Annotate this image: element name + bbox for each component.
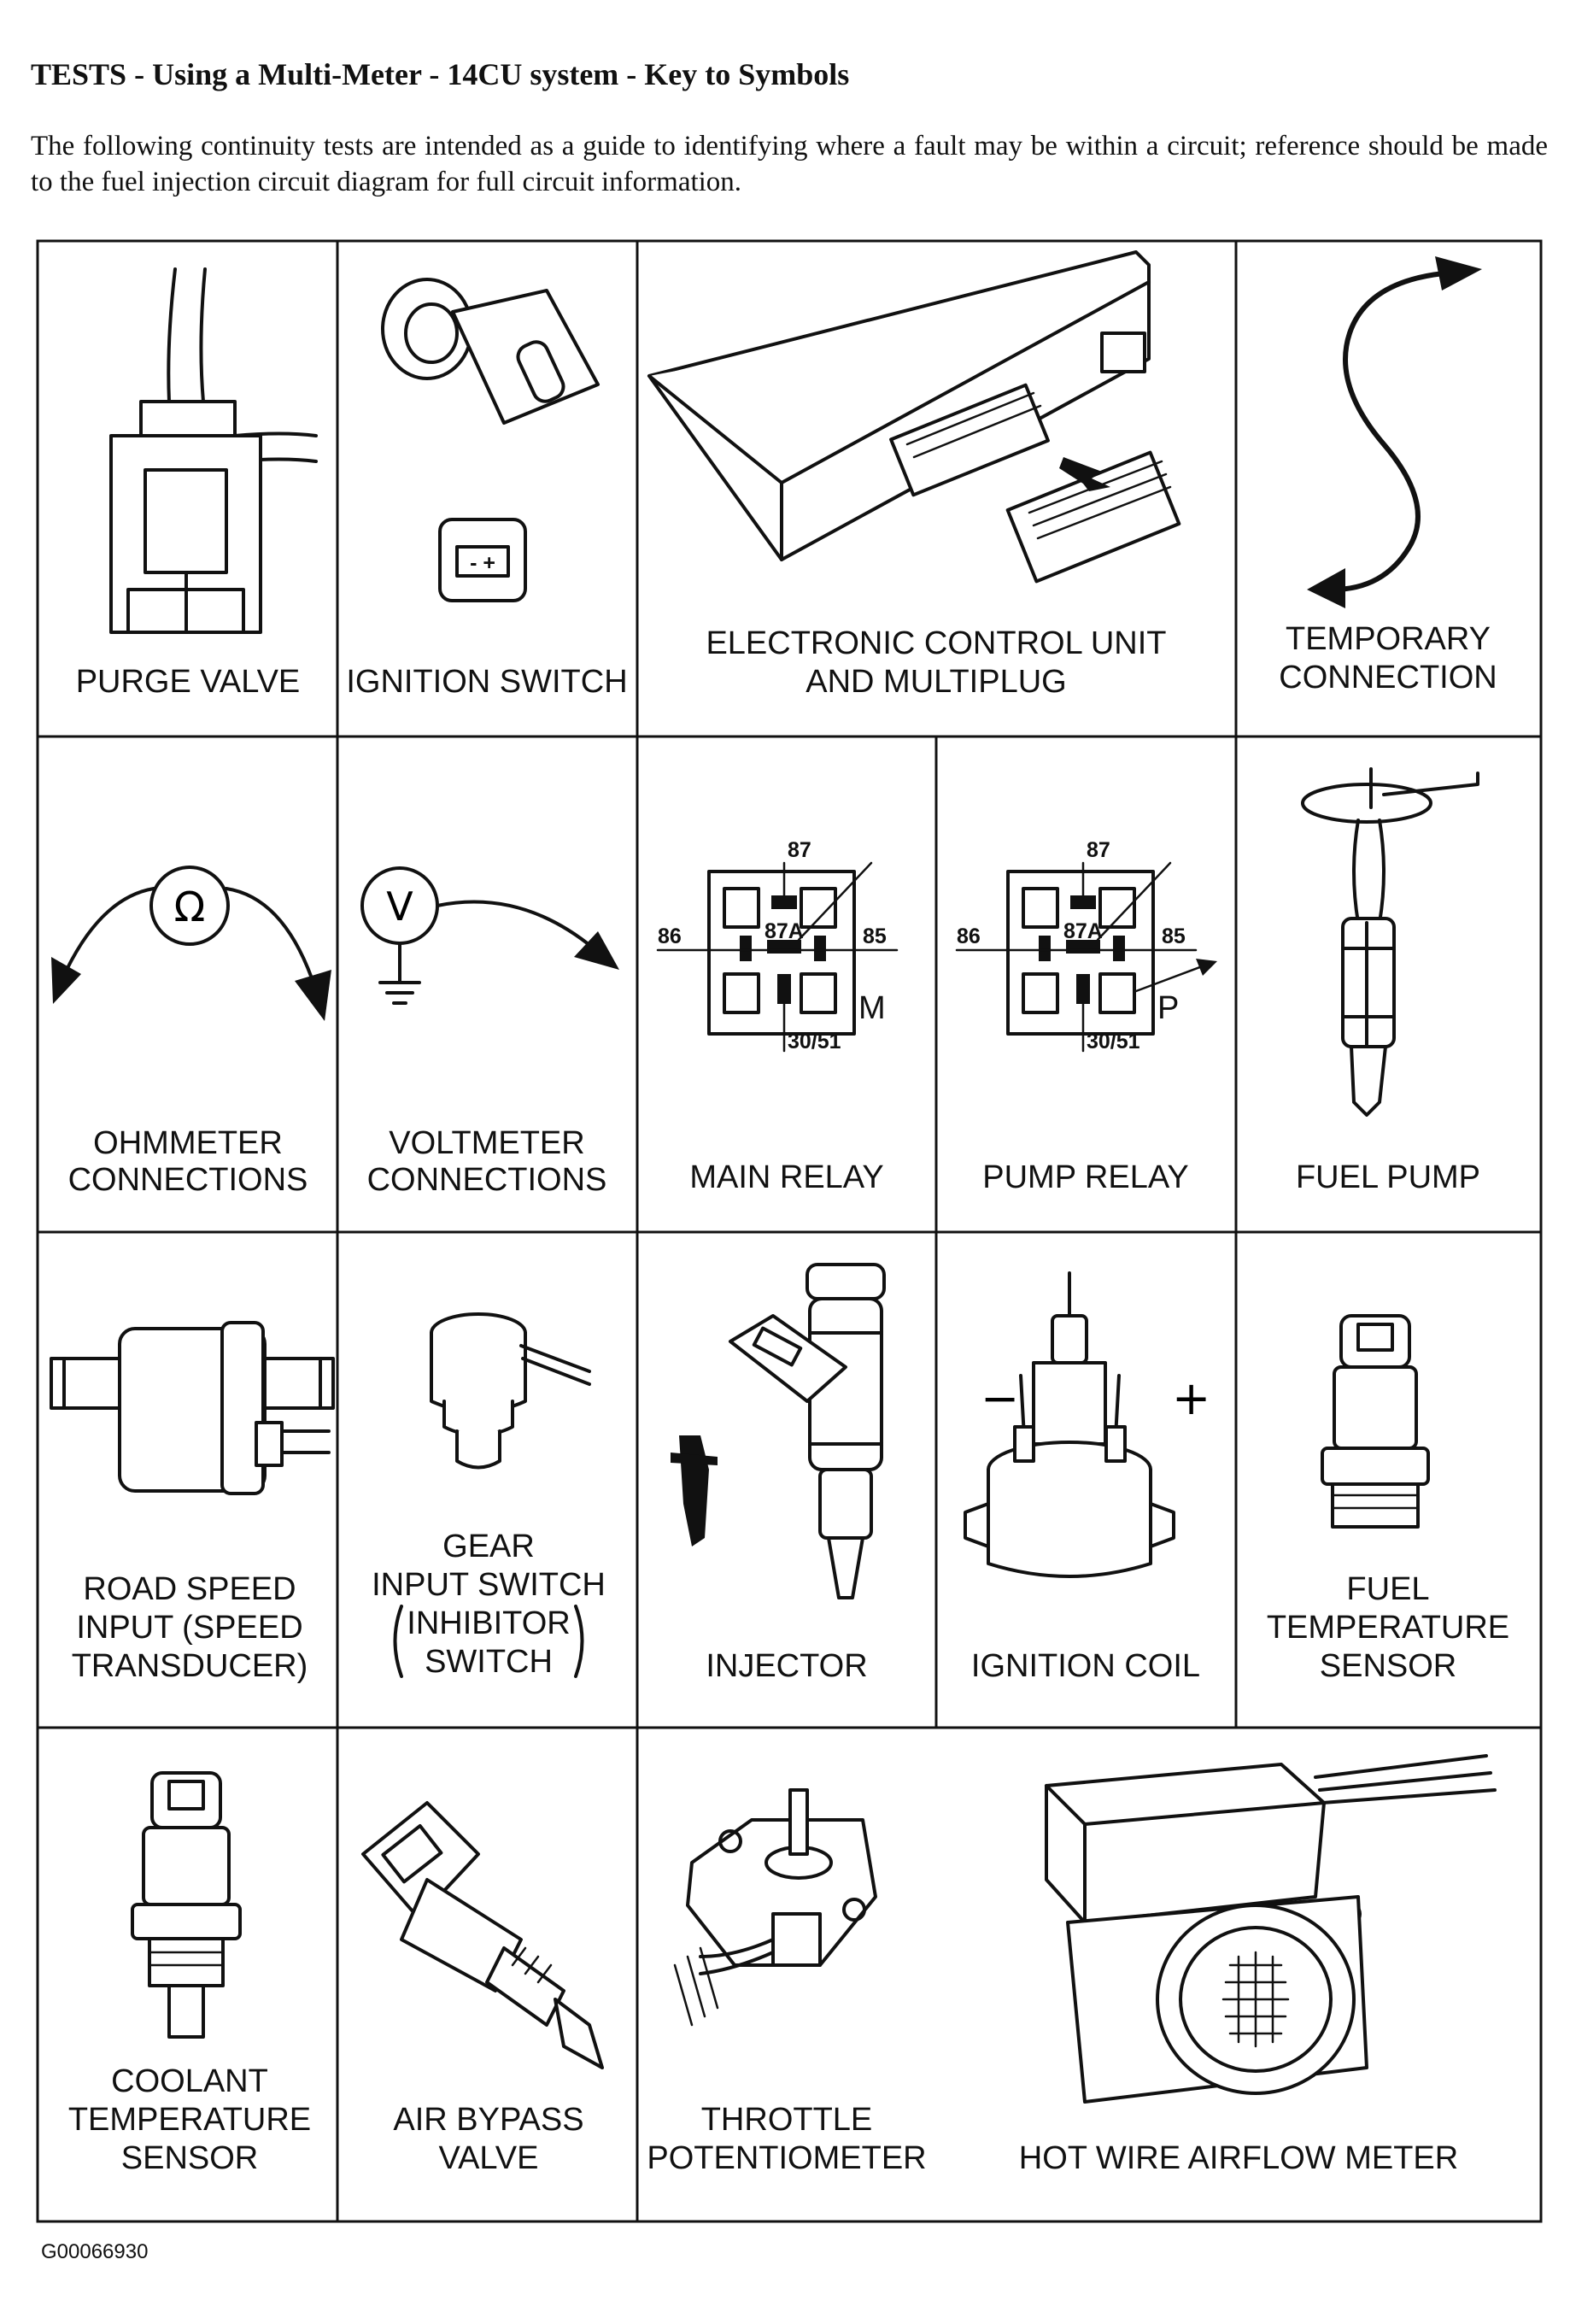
svg-text:87A: 87A (1063, 919, 1103, 943)
ignition-switch-label: IGNITION SWITCH (346, 664, 627, 700)
injector-label: INJECTOR (706, 1648, 867, 1684)
gear-switch-label-line1: GEAR (442, 1529, 535, 1564)
main-relay-label: MAIN RELAY (689, 1159, 883, 1195)
ignition-coil-label: IGNITION COIL (971, 1648, 1200, 1684)
ecu-label-line2: AND MULTIPLUG (806, 664, 1066, 700)
gear-switch-label-line4: SWITCH (425, 1644, 553, 1680)
coolant-temp-icon (131, 1771, 242, 2039)
svg-text:P: P (1157, 990, 1179, 1026)
ecu-icon (647, 250, 1181, 584)
injector-icon (671, 1263, 886, 1599)
air-bypass-cell: AIR BYPASS VALVE (361, 1801, 604, 2176)
minus-terminal: − (981, 1371, 1019, 1425)
svg-text:85: 85 (1162, 924, 1186, 948)
air-bypass-icon (361, 1801, 604, 2069)
road-speed-cell: ROAD SPEED INPUT (SPEED TRANSDUCER) (50, 1321, 335, 1684)
throttle-pot-label-line1: THROTTLE (701, 2102, 873, 2138)
air-bypass-label-line1: AIR BYPASS (393, 2102, 583, 2138)
ignition-coil-icon (964, 1271, 1175, 1578)
pump-relay-icon: 87 87A 86 85 30/51 P (955, 838, 1217, 1053)
road-speed-label-line1: ROAD SPEED (83, 1571, 296, 1607)
voltmeter-label-line2: CONNECTIONS (367, 1162, 607, 1198)
svg-text:87: 87 (788, 838, 811, 862)
svg-text:87A: 87A (764, 919, 804, 943)
grid-lines (36, 239, 1543, 2223)
airflow-meter-cell: HOT WIRE AIRFLOW METER (1019, 1754, 1497, 2176)
s-arrow-icon (1307, 256, 1482, 608)
airflow-meter-label: HOT WIRE AIRFLOW METER (1019, 2140, 1458, 2176)
page-title: TESTS - Using a Multi-Meter - 14CU syste… (31, 57, 850, 91)
ignition-key-icon (381, 278, 600, 425)
air-bypass-label-line2: VALVE (439, 2140, 539, 2176)
road-speed-label-line2: INPUT (SPEED (76, 1610, 302, 1646)
fuel-temp-label-line3: SENSOR (1320, 1648, 1456, 1684)
voltmeter-cell: V VOLTMETER CONNECTIONS (360, 866, 619, 1198)
ohmmeter-cell: Ω OHMMETER CONNECTIONS (51, 866, 331, 1198)
figure-id: G00066930 (41, 2240, 149, 2263)
gear-switch-label-line3: INHIBITOR (407, 1605, 570, 1641)
purge-valve-icon (109, 267, 318, 634)
svg-text:87: 87 (1087, 838, 1110, 862)
gear-switch-cell: GEAR INPUT SWITCH INHIBITOR SWITCH (372, 1312, 606, 1680)
fuel-pump-label: FUEL PUMP (1296, 1159, 1480, 1195)
pump-relay-cell: 87 87A 86 85 30/51 P PUMP RELAY (955, 838, 1217, 1195)
svg-text:30/51: 30/51 (788, 1030, 841, 1053)
coolant-temp-label-line3: SENSOR (121, 2140, 258, 2176)
coolant-temp-cell: COOLANT TEMPERATURE SENSOR (68, 1771, 311, 2176)
voltmeter-icon: V (360, 866, 619, 1005)
throttle-pot-cell: THROTTLE POTENTIOMETER (647, 1788, 927, 2176)
svg-text:M: M (858, 990, 886, 1026)
voltmeter-label-line1: VOLTMETER (389, 1125, 584, 1161)
fuel-temp-label-line2: TEMPERATURE (1267, 1610, 1509, 1646)
main-relay-icon: 87 87A 86 85 30/51 M (656, 838, 899, 1053)
airflow-meter-icon (1045, 1754, 1497, 2104)
fuel-pump-cell: FUEL PUMP (1296, 767, 1480, 1195)
temporary-connection-cell: TEMPORARY CONNECTION (1279, 256, 1497, 695)
ecu-label-line1: ELECTRONIC CONTROL UNIT (706, 625, 1166, 661)
battery-icon: - + (438, 518, 527, 602)
fuel-temp-cell: FUEL TEMPERATURE SENSOR (1267, 1314, 1509, 1684)
fuel-pump-icon (1301, 767, 1479, 1117)
ignition-switch-cell: - + IGNITION SWITCH (346, 278, 628, 700)
gear-switch-label-line2: INPUT SWITCH (372, 1567, 606, 1603)
road-speed-label-line3: TRANSDUCER) (72, 1648, 308, 1684)
ohmmeter-label-line1: OHMMETER (93, 1125, 283, 1161)
throttle-pot-icon (673, 1788, 877, 2027)
svg-text:86: 86 (658, 924, 682, 948)
svg-text:86: 86 (957, 924, 981, 948)
plus-terminal: + (1172, 1371, 1210, 1425)
ohmmeter-label-line2: CONNECTIONS (68, 1162, 308, 1198)
purge-valve-cell: PURGE VALVE (76, 267, 318, 700)
temporary-connection-label-line1: TEMPORARY (1286, 621, 1491, 657)
svg-text:- +: - + (470, 551, 495, 575)
ohmmeter-icon: Ω (51, 866, 331, 1021)
fuel-temp-label-line1: FUEL (1346, 1571, 1429, 1607)
temporary-connection-label-line2: CONNECTION (1279, 660, 1497, 695)
ecu-cell: ELECTRONIC CONTROL UNIT AND MULTIPLUG (647, 250, 1181, 700)
ignition-coil-cell: − + IGNITION COIL (964, 1271, 1210, 1684)
main-relay-cell: 87 87A 86 85 30/51 M MAIN RELAY (656, 838, 899, 1195)
coolant-temp-label-line1: COOLANT (111, 2063, 268, 2099)
throttle-pot-label-line2: POTENTIOMETER (647, 2140, 926, 2176)
road-speed-icon (50, 1321, 335, 1495)
gear-switch-icon (430, 1312, 591, 1470)
purge-valve-label: PURGE VALVE (76, 664, 301, 700)
coolant-temp-label-line2: TEMPERATURE (68, 2102, 311, 2138)
svg-text:Ω: Ω (174, 883, 206, 931)
svg-text:85: 85 (863, 924, 887, 948)
fuel-temp-icon (1321, 1314, 1430, 1529)
injector-cell: INJECTOR (671, 1263, 886, 1684)
svg-text:30/51: 30/51 (1087, 1030, 1140, 1053)
intro-paragraph: The following continuity tests are inten… (31, 131, 1548, 197)
pump-relay-label: PUMP RELAY (982, 1159, 1188, 1195)
svg-text:V: V (386, 883, 413, 930)
